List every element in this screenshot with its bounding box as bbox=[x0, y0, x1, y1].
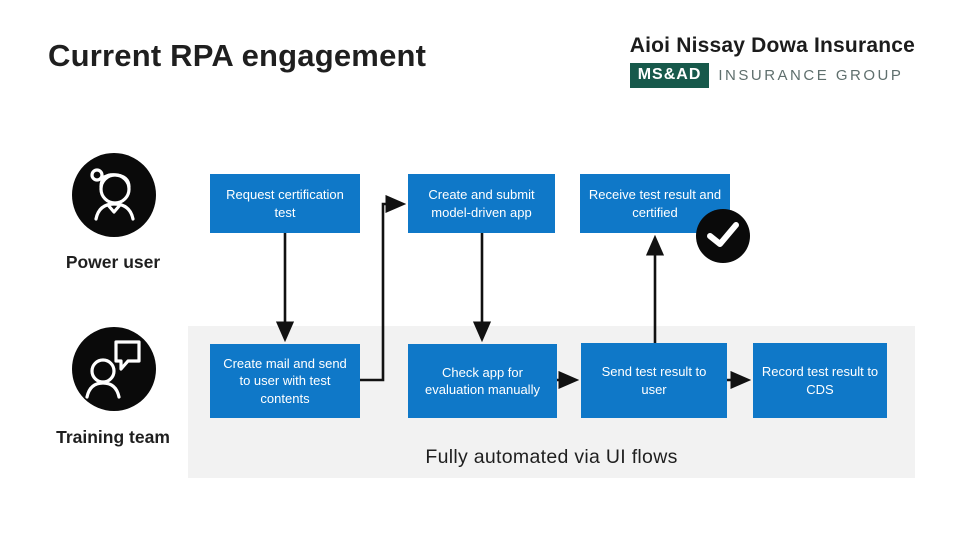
company-logo: Aioi Nissay Dowa Insurance MS&AD INSURAN… bbox=[629, 34, 915, 88]
power-user-icon bbox=[72, 151, 156, 240]
flow-step-label: Record test result to CDS bbox=[761, 364, 879, 397]
flow-step-check-app: Check app for evaluation manually bbox=[408, 344, 557, 418]
flow-step-label: Create and submit model-driven app bbox=[428, 187, 535, 220]
flow-step-request-certification-test: Request certification test bbox=[210, 174, 360, 233]
flow-step-label: Create mail and send to user with test c… bbox=[223, 356, 347, 406]
flow-step-label: Request certification test bbox=[226, 187, 344, 220]
check-icon bbox=[696, 207, 750, 266]
completed-badge bbox=[696, 209, 750, 263]
power-user-label: Power user bbox=[65, 252, 161, 272]
automation-caption: Fully automated via UI flows bbox=[425, 446, 678, 468]
flow-step-send-test-result: Send test result to user bbox=[581, 343, 727, 418]
training-team-avatar bbox=[72, 327, 156, 411]
insurance-group-label: INSURANCE GROUP bbox=[718, 67, 904, 84]
msad-logo-badge: MS&AD bbox=[629, 63, 710, 88]
page-title: Current RPA engagement bbox=[48, 38, 427, 73]
power-user-avatar bbox=[72, 153, 156, 237]
training-team-label: Training team bbox=[56, 427, 170, 447]
logo-row: MS&AD INSURANCE GROUP bbox=[629, 63, 915, 88]
company-name: Aioi Nissay Dowa Insurance bbox=[629, 34, 915, 57]
flow-step-create-mail: Create mail and send to user with test c… bbox=[210, 344, 360, 418]
flow-step-label: Check app for evaluation manually bbox=[425, 364, 540, 397]
flow-step-label: Receive test result and certified bbox=[588, 187, 722, 220]
flow-step-label: Send test result to user bbox=[601, 364, 707, 397]
flow-step-record-test-result: Record test result to CDS bbox=[753, 343, 887, 418]
flow-step-create-submit-app: Create and submit model-driven app bbox=[408, 174, 555, 233]
training-team-icon bbox=[72, 325, 156, 414]
